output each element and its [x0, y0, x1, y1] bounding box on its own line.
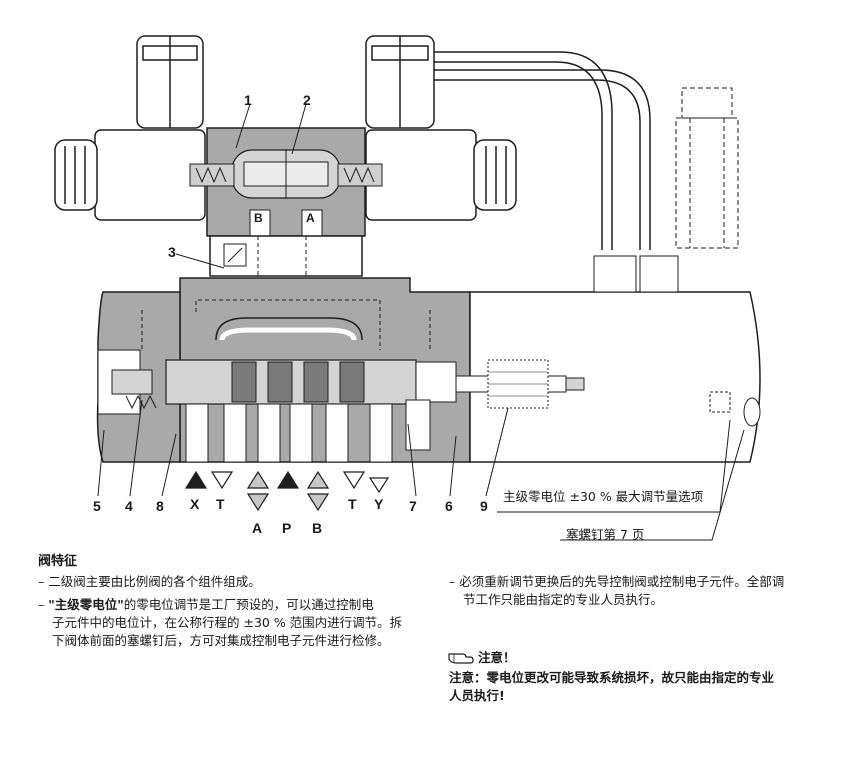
callout-plug-screw: 塞螺钉第 7 页 — [566, 527, 645, 542]
port-t-right-label: T — [348, 496, 357, 512]
port-t-left-label: T — [216, 496, 225, 512]
features-item-1: – 二级阀主要由比例阀的各个组件组成。 — [38, 574, 261, 589]
label-5: 5 — [93, 498, 101, 514]
right-item-1-line-2: 节工作只能由指定的专业人员执行。 — [463, 592, 664, 607]
valve-sectional-drawing — [54, 35, 761, 541]
port-b-up-triangle — [306, 470, 330, 489]
port-x-label: X — [190, 496, 200, 512]
left-solenoid-plug — [136, 35, 204, 129]
features-item-2-line-1: – "主级零电位"的零电位调节是工厂预设的，可以通过控制电 — [38, 597, 374, 612]
port-t-left-triangle — [210, 471, 234, 490]
port-a-up-triangle — [246, 470, 270, 489]
notice-line-1: 注意：零电位更改可能导致系统损坏，故只能由指定的专业 — [449, 670, 775, 685]
port-b-label: B — [312, 520, 323, 536]
electronics-housing — [455, 255, 761, 463]
pilot-valve-body — [189, 127, 383, 237]
cable-harness — [434, 51, 651, 250]
port-y-label: Y — [374, 496, 384, 512]
port-symbols — [184, 470, 390, 512]
port-x-triangle — [184, 470, 208, 489]
connector-outline — [675, 87, 739, 249]
main-valve-body — [96, 277, 471, 463]
notice-line-2: 人员执行! — [449, 688, 505, 703]
port-a-label: A — [252, 520, 263, 536]
features-item-2-line-2: 子元件中的电位计，在公称行程的 ±30 % 范围内进行调节。拆 — [52, 615, 403, 630]
port-a-down-triangle — [246, 493, 270, 512]
label-8: 8 — [156, 498, 164, 514]
label-6: 6 — [445, 498, 453, 514]
port-t-right-triangle — [342, 471, 366, 490]
notice-title: 注意！ — [478, 650, 516, 665]
leader-lines — [97, 103, 745, 541]
right-item-1-line-1: – 必须重新调节更换后的先导控制阀或控制电子元件。全部调 — [449, 574, 785, 589]
port-y-triangle — [368, 477, 390, 494]
port-p-label: P — [282, 520, 292, 536]
right-solenoid-plug — [365, 35, 435, 129]
label-7: 7 — [409, 498, 417, 514]
features-heading: 阀特征 — [38, 554, 78, 569]
label-4: 4 — [125, 498, 133, 514]
features-item-2-line-3: 下阀体前面的塞螺钉后，方可对集成控制电子元件进行检修。 — [52, 633, 390, 648]
label-9: 9 — [480, 498, 488, 514]
label-2: 2 — [303, 92, 311, 108]
label-3: 3 — [168, 244, 176, 260]
left-solenoid-coil — [54, 129, 206, 221]
pressure-reducing-block — [209, 235, 363, 277]
pointing-hand-icon — [448, 648, 474, 668]
label-1: 1 — [244, 92, 252, 108]
port-p-triangle — [276, 470, 300, 489]
callout-zero-point: 主级零电位 ±30 % 最大调节量选项 — [503, 489, 704, 504]
pilot-port-a: A — [306, 211, 315, 225]
pilot-port-b: B — [254, 211, 263, 225]
right-solenoid-coil — [365, 129, 517, 221]
port-b-down-triangle — [306, 493, 330, 512]
